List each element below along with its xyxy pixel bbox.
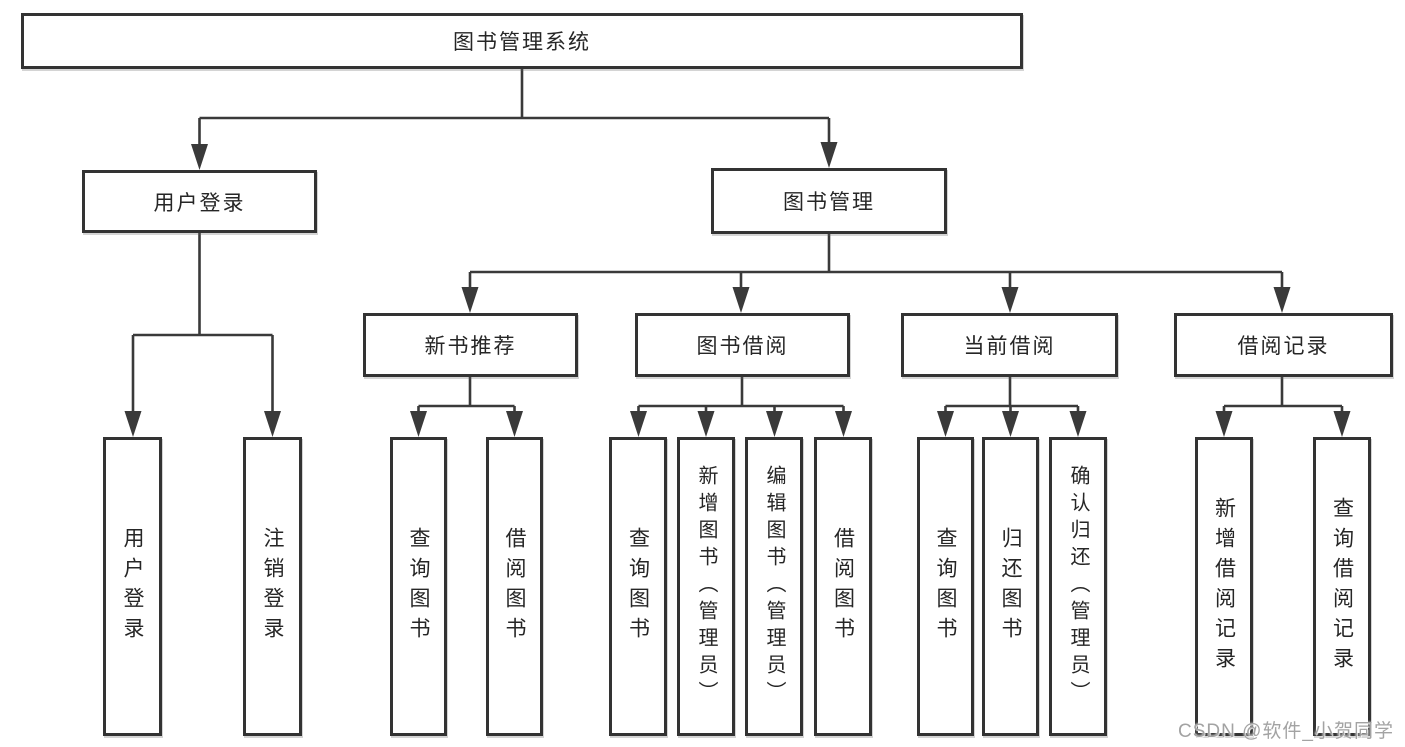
leaf-add-borrow-record: 新增借阅记录 bbox=[1195, 437, 1253, 736]
leaf-return-book: 归还图书 bbox=[982, 437, 1039, 736]
leaf-borrow-book-borrowing: 借阅图书 bbox=[814, 437, 872, 736]
leaf-query-borrow-record-label: 查询借阅记录 bbox=[1330, 496, 1354, 677]
leaf-add-book-admin-label: 新增图书（管理员） bbox=[695, 465, 717, 708]
leaf-edit-book-admin-label: 编辑图书（管理员） bbox=[763, 465, 785, 708]
node-book-management: 图书管理 bbox=[711, 168, 947, 234]
leaf-edit-book-admin: 编辑图书（管理员） bbox=[745, 437, 803, 736]
leaf-user-login: 用户登录 bbox=[103, 437, 162, 736]
leaf-query-book-current-label: 查询图书 bbox=[934, 526, 957, 647]
node-new-book-recommend: 新书推荐 bbox=[363, 313, 578, 377]
leaf-query-book-recommend-label: 查询图书 bbox=[407, 526, 430, 647]
csdn-watermark: CSDN @软件_小贺同学 bbox=[1178, 721, 1394, 742]
node-book-borrowing: 图书借阅 bbox=[635, 313, 850, 377]
leaf-query-book-borrowing: 查询图书 bbox=[609, 437, 667, 736]
node-user-login: 用户登录 bbox=[82, 170, 317, 233]
node-current-borrowing: 当前借阅 bbox=[901, 313, 1118, 377]
leaf-query-borrow-record: 查询借阅记录 bbox=[1313, 437, 1371, 736]
leaf-borrow-book-recommend: 借阅图书 bbox=[486, 437, 543, 736]
leaf-add-book-admin: 新增图书（管理员） bbox=[677, 437, 735, 736]
node-borrowing-records: 借阅记录 bbox=[1174, 313, 1393, 377]
leaf-confirm-return-admin: 确认归还（管理员） bbox=[1049, 437, 1107, 736]
leaf-logout-label: 注销登录 bbox=[261, 526, 284, 647]
leaf-confirm-return-admin-label: 确认归还（管理员） bbox=[1067, 465, 1089, 708]
leaf-query-book-borrowing-label: 查询图书 bbox=[626, 526, 650, 647]
leaf-return-book-label: 归还图书 bbox=[999, 526, 1022, 647]
leaf-borrow-book-recommend-label: 借阅图书 bbox=[503, 526, 526, 647]
leaf-query-book-recommend: 查询图书 bbox=[390, 437, 447, 736]
leaf-logout: 注销登录 bbox=[243, 437, 302, 736]
leaf-query-book-current: 查询图书 bbox=[917, 437, 974, 736]
leaf-add-borrow-record-label: 新增借阅记录 bbox=[1212, 496, 1236, 677]
leaf-borrow-book-borrowing-label: 借阅图书 bbox=[831, 526, 855, 647]
leaf-user-login-label: 用户登录 bbox=[121, 526, 144, 647]
node-library-management-system: 图书管理系统 bbox=[21, 13, 1023, 69]
